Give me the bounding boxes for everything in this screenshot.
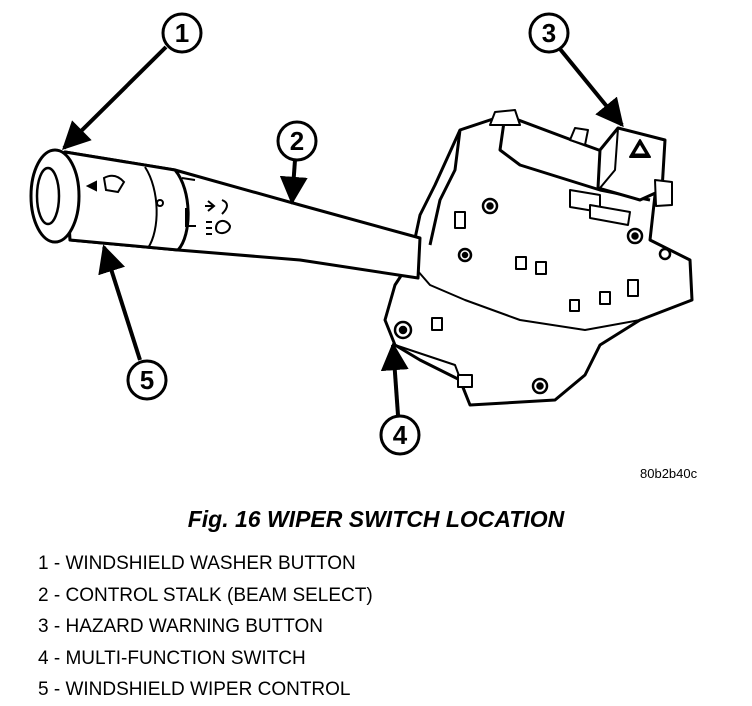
legend-label: CONTROL STALK (BEAM SELECT) <box>65 584 373 606</box>
legend-number: 4 <box>38 647 49 669</box>
legend-label: HAZARD WARNING BUTTON <box>65 616 324 637</box>
callout-2: 2 <box>276 120 318 205</box>
legend-label: MULTI-FUNCTION SWITCH <box>65 647 306 669</box>
callout-4-number: 4 <box>393 420 408 450</box>
wiper-switch-illustration: 1 2 3 4 5 <box>29 12 694 456</box>
legend-number: 2 <box>38 584 49 606</box>
figure-caption: Fig. 16 WIPER SWITCH LOCATION <box>187 506 565 532</box>
callout-5: 5 <box>98 244 168 401</box>
multi-function-switch-drawing <box>383 109 694 407</box>
legend-number: 3 <box>38 616 49 637</box>
figure-code: 80b2b40c <box>640 466 698 481</box>
legend-item: 5 WINDSHIELD WIPER CONTROL <box>38 674 373 706</box>
legend-item: 4 MULTI-FUNCTION SWITCH <box>38 643 373 675</box>
callout-3: 3 <box>528 12 624 128</box>
callout-1: 1 <box>62 12 203 150</box>
legend-item: 1 WINDSHIELD WASHER BUTTON <box>38 548 373 580</box>
legend-item: 2 CONTROL STALK (BEAM SELECT) <box>38 580 373 612</box>
control-stalk-drawing <box>29 148 422 280</box>
callout-1-number: 1 <box>175 18 189 48</box>
callout-legend: 1 WINDSHIELD WASHER BUTTON 2 CONTROL STALK… <box>38 548 373 706</box>
callout-4: 4 <box>379 342 421 456</box>
switch-mounting-screws <box>393 197 672 395</box>
callout-5-number: 5 <box>140 365 154 395</box>
legend-number: 5 <box>38 679 49 700</box>
callout-2-number: 2 <box>290 126 304 156</box>
legend-label: WINDSHIELD WASHER BUTTON <box>65 553 356 574</box>
legend-number: 1 <box>38 553 49 574</box>
stalk-symbols <box>85 174 232 235</box>
legend-item: 3 HAZARD WARNING BUTTON <box>38 611 373 643</box>
callout-3-number: 3 <box>542 18 556 48</box>
legend-label: WINDSHIELD WIPER CONTROL <box>65 679 351 700</box>
